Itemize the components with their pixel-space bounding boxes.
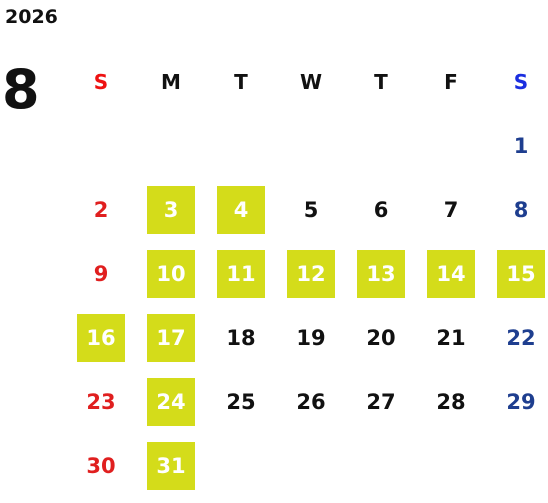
empty-cell bbox=[66, 114, 136, 178]
empty-cell bbox=[276, 114, 346, 178]
day-cell[interactable]: 25 bbox=[206, 370, 276, 434]
day-number: 18 bbox=[226, 325, 256, 350]
day-number: 13 bbox=[357, 250, 405, 298]
day-number: 28 bbox=[436, 389, 466, 414]
month-label: 8 bbox=[2, 58, 40, 121]
empty-cell bbox=[416, 114, 486, 178]
day-number: 21 bbox=[436, 325, 466, 350]
day-cell-highlighted[interactable]: 17 bbox=[136, 306, 206, 370]
day-cell[interactable]: 6 bbox=[346, 178, 416, 242]
weekday-header-tuesday: T bbox=[234, 70, 248, 94]
day-cell[interactable]: 28 bbox=[416, 370, 486, 434]
day-cell-highlighted[interactable]: 14 bbox=[416, 242, 486, 306]
day-number: 26 bbox=[296, 389, 326, 414]
day-number: 20 bbox=[366, 325, 396, 350]
day-number: 3 bbox=[147, 186, 195, 234]
day-cell[interactable]: 26 bbox=[276, 370, 346, 434]
weekday-header-saturday: S bbox=[513, 70, 529, 94]
weekday-header-sunday: S bbox=[93, 70, 109, 94]
day-cell-highlighted[interactable]: 10 bbox=[136, 242, 206, 306]
empty-cell bbox=[206, 114, 276, 178]
day-number: 19 bbox=[296, 325, 326, 350]
day-cell[interactable]: 8 bbox=[486, 178, 548, 242]
day-number: 10 bbox=[147, 250, 195, 298]
empty-cell bbox=[206, 434, 276, 498]
day-number: 24 bbox=[147, 378, 195, 426]
day-cell[interactable]: 30 bbox=[66, 434, 136, 498]
day-cell-highlighted[interactable]: 12 bbox=[276, 242, 346, 306]
day-number: 25 bbox=[226, 389, 256, 414]
day-number: 29 bbox=[506, 389, 536, 414]
empty-cell bbox=[346, 114, 416, 178]
day-cell[interactable]: 1 bbox=[486, 114, 548, 178]
day-number: 14 bbox=[427, 250, 475, 298]
weekday-header-monday: M bbox=[161, 70, 181, 94]
empty-cell bbox=[486, 434, 548, 498]
weekday-header-thursday: T bbox=[374, 70, 388, 94]
day-number: 9 bbox=[93, 261, 109, 286]
day-number: 11 bbox=[217, 250, 265, 298]
weekday-header-wednesday: W bbox=[299, 70, 323, 94]
day-cell[interactable]: 19 bbox=[276, 306, 346, 370]
day-number: 2 bbox=[93, 197, 109, 222]
year-label: 2026 bbox=[5, 6, 58, 28]
empty-cell bbox=[136, 114, 206, 178]
day-number: 6 bbox=[373, 197, 389, 222]
day-cell-highlighted[interactable]: 4 bbox=[206, 178, 276, 242]
day-number: 1 bbox=[513, 133, 529, 158]
day-number: 23 bbox=[86, 389, 116, 414]
day-cell[interactable]: 9 bbox=[66, 242, 136, 306]
day-number: 22 bbox=[506, 325, 536, 350]
day-number: 4 bbox=[217, 186, 265, 234]
day-cell[interactable]: 5 bbox=[276, 178, 346, 242]
day-cell[interactable]: 23 bbox=[66, 370, 136, 434]
day-cell-highlighted[interactable]: 24 bbox=[136, 370, 206, 434]
day-cell-highlighted[interactable]: 3 bbox=[136, 178, 206, 242]
day-number: 12 bbox=[287, 250, 335, 298]
weekday-header-friday: F bbox=[444, 70, 458, 94]
day-cell-highlighted[interactable]: 16 bbox=[66, 306, 136, 370]
day-cell[interactable]: 29 bbox=[486, 370, 548, 434]
calendar-grid: S M T W T F S 1 2 3 4 5 6 7 8 9 10 11 12… bbox=[66, 50, 548, 498]
day-cell-highlighted[interactable]: 15 bbox=[486, 242, 548, 306]
day-cell-highlighted[interactable]: 13 bbox=[346, 242, 416, 306]
day-cell-highlighted[interactable]: 11 bbox=[206, 242, 276, 306]
day-cell[interactable]: 22 bbox=[486, 306, 548, 370]
day-number: 31 bbox=[147, 442, 195, 490]
day-number: 8 bbox=[513, 197, 529, 222]
day-number: 27 bbox=[366, 389, 396, 414]
day-cell[interactable]: 20 bbox=[346, 306, 416, 370]
day-cell[interactable]: 27 bbox=[346, 370, 416, 434]
day-number: 15 bbox=[497, 250, 545, 298]
day-number: 30 bbox=[86, 453, 116, 478]
empty-cell bbox=[416, 434, 486, 498]
day-number: 17 bbox=[147, 314, 195, 362]
empty-cell bbox=[276, 434, 346, 498]
day-cell[interactable]: 2 bbox=[66, 178, 136, 242]
day-cell[interactable]: 21 bbox=[416, 306, 486, 370]
day-number: 16 bbox=[77, 314, 125, 362]
day-number: 5 bbox=[303, 197, 319, 222]
day-cell[interactable]: 18 bbox=[206, 306, 276, 370]
day-number: 7 bbox=[443, 197, 459, 222]
day-cell[interactable]: 7 bbox=[416, 178, 486, 242]
day-cell-highlighted[interactable]: 31 bbox=[136, 434, 206, 498]
empty-cell bbox=[346, 434, 416, 498]
